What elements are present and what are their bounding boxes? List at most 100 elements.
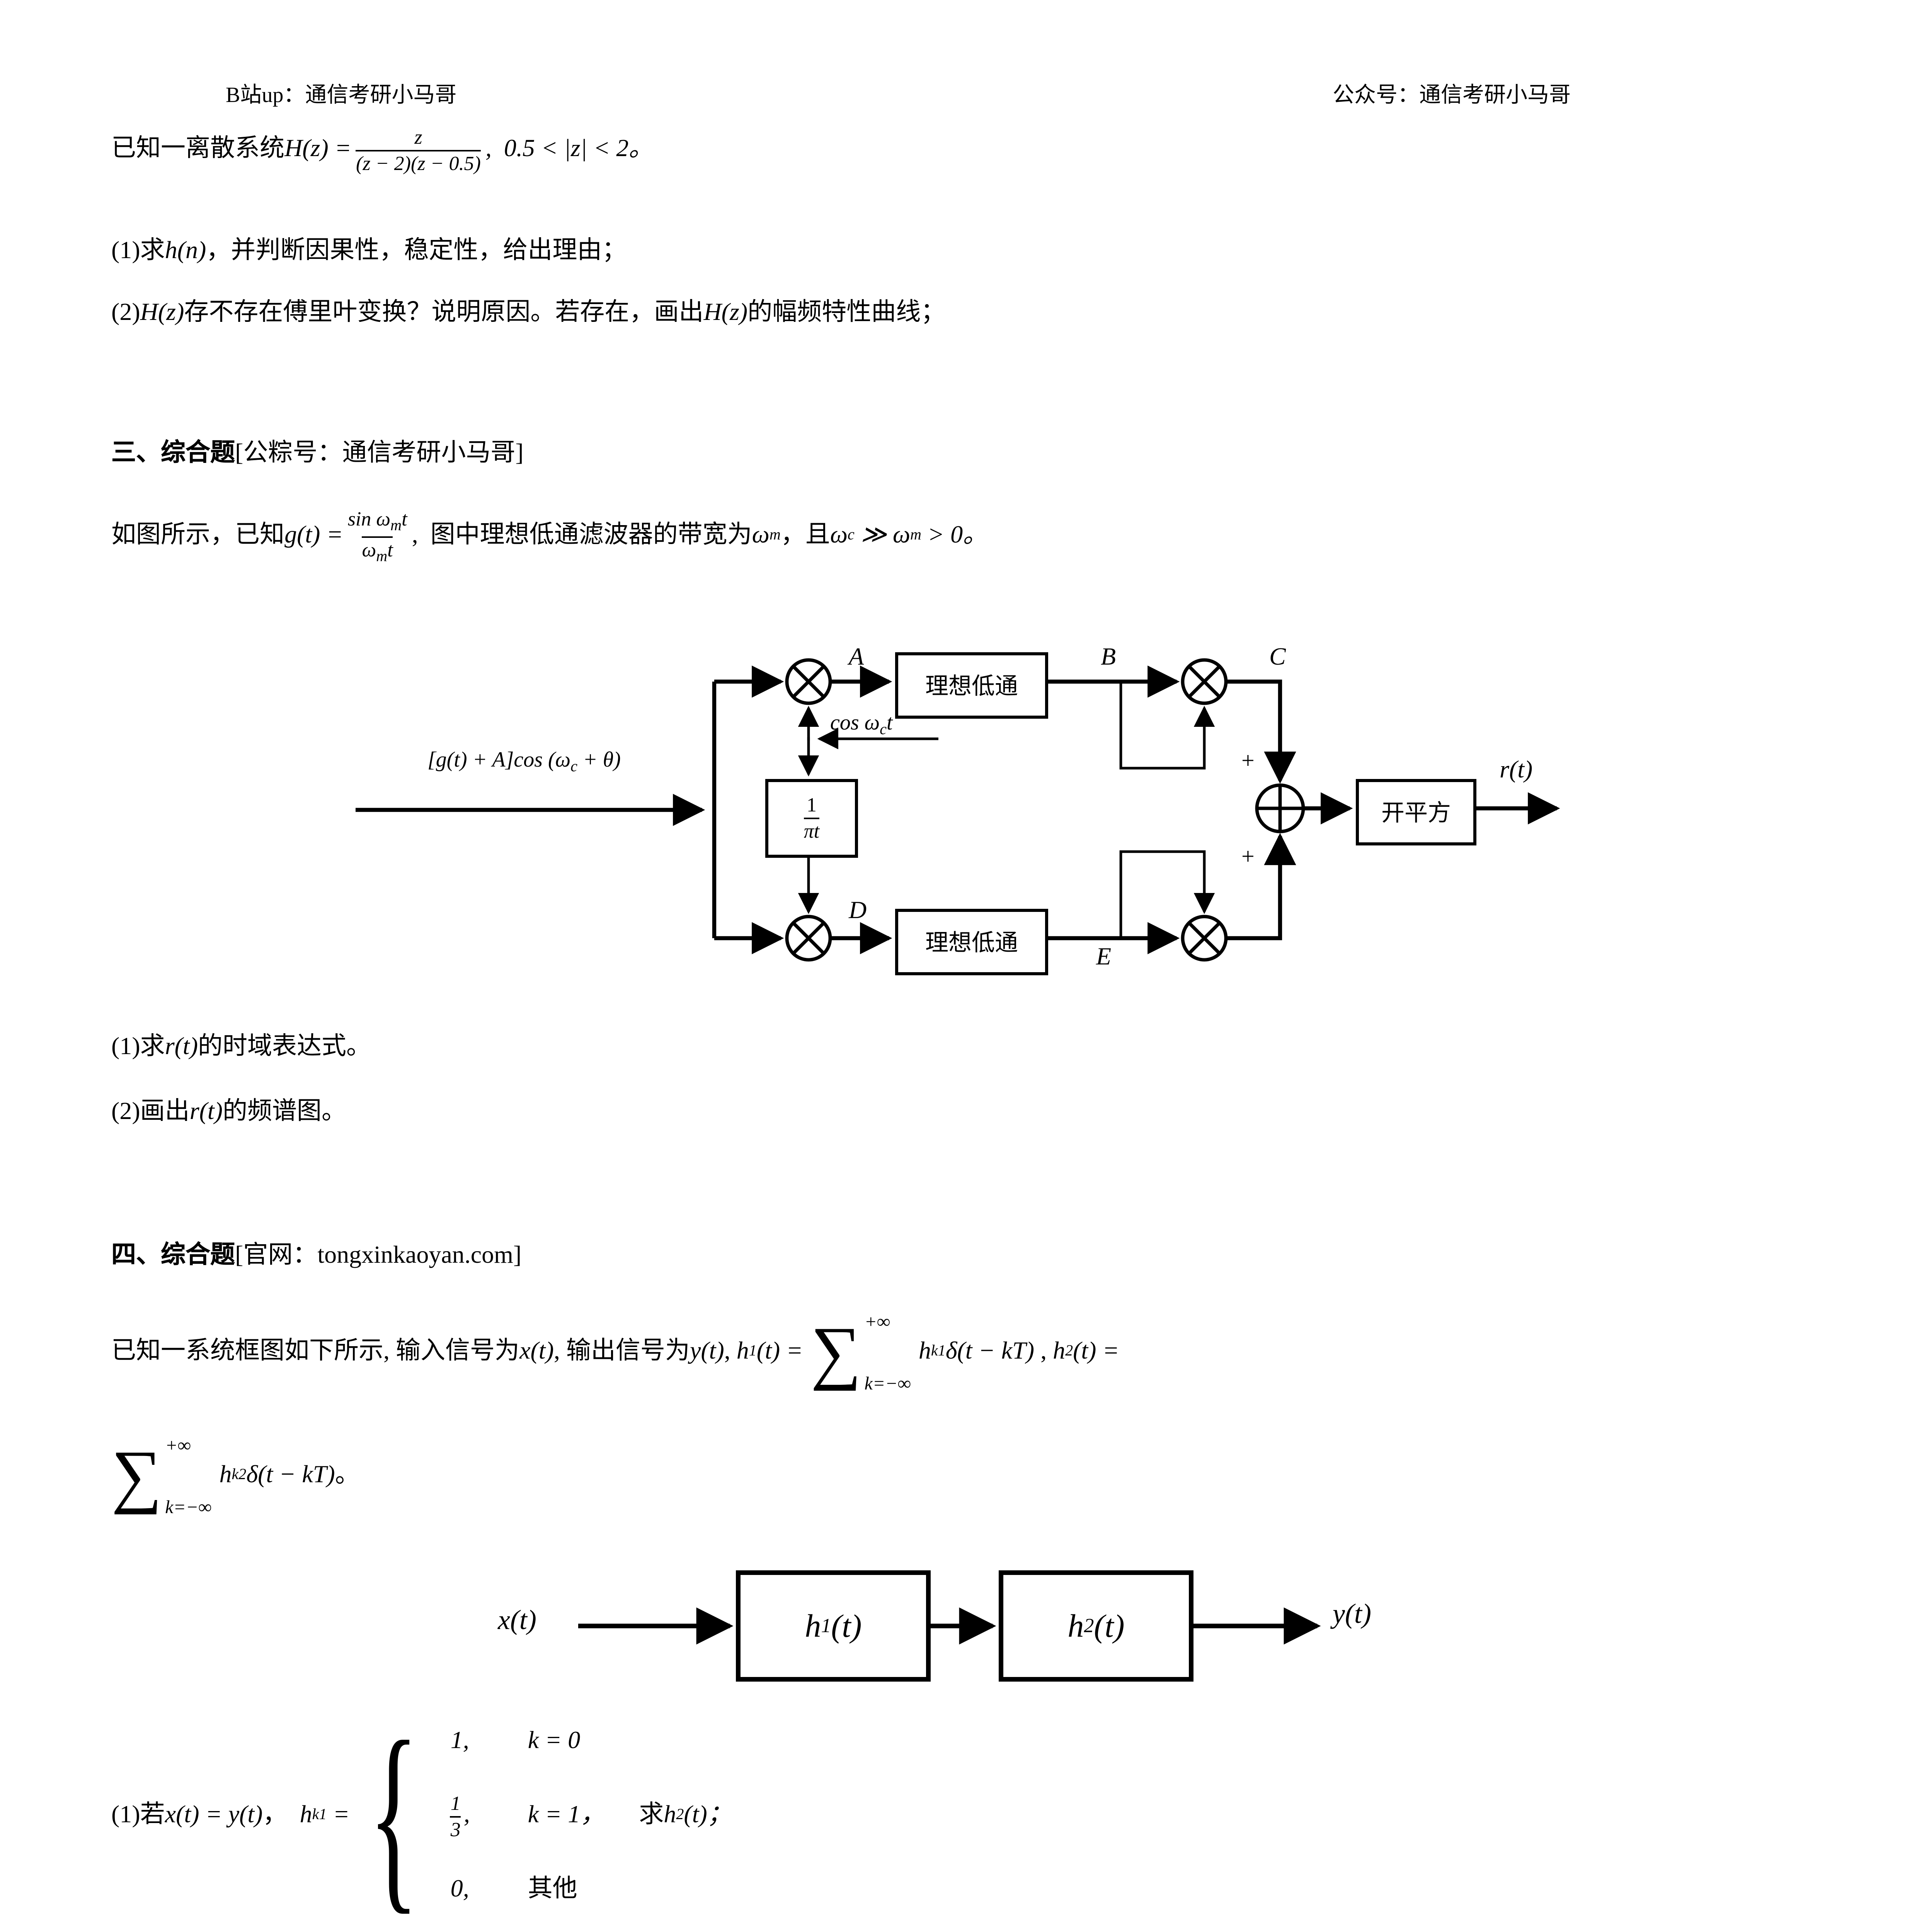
p2-q2-math: H(z) — [140, 300, 184, 326]
case2-tail-sub: 2 — [676, 1807, 684, 1824]
adder-plus-top: + — [1241, 750, 1255, 774]
d1-inv-den: πt — [804, 818, 820, 843]
diagram1-cos-label: cos ωct — [830, 713, 893, 739]
p2-fraction: z (z − 2)(z − 0.5) — [356, 125, 481, 175]
case2-cond: k = 1， — [528, 1802, 605, 1829]
d1-sqrt-label: 开平方 — [1381, 802, 1451, 827]
diagram1-wires — [356, 658, 1560, 962]
s4-q1-pre: (1)若 — [111, 1802, 165, 1829]
s4-h1-post: (t) = — [756, 1338, 803, 1365]
p2-roc: , 0.5 < |z| < 2。 — [485, 136, 654, 163]
ideal-lowpass-box-top: 理想低通 — [895, 652, 1048, 719]
diagram2-wires — [578, 1607, 1321, 1645]
s3-fnum-a: sin ω — [347, 506, 391, 529]
d2-h1: h — [805, 1607, 821, 1644]
s3-q1-pre: (1)求 — [111, 1034, 165, 1060]
node-label-B: B — [1101, 645, 1116, 671]
p2-intro-text: 已知一离散系统 — [111, 136, 285, 163]
problem2-question2: (2)H(z)存不存在傅里叶变换？说明原因。若存在，画出H(z)的幅频特性曲线； — [111, 297, 945, 330]
s3-fden-b: t — [387, 537, 393, 560]
section4-title-bracket: [官网：tongxinkaoyan.com] — [235, 1243, 522, 1269]
p2-frac-num: z — [414, 125, 422, 148]
case2-comma: , — [463, 1801, 470, 1828]
s3-intro-pre: 如图所示，已知 — [111, 522, 285, 549]
s4-yt: y(t) — [690, 1338, 724, 1365]
d1-input-b: + θ) — [577, 750, 621, 773]
diagram1-output-label: r(t) — [1500, 757, 1533, 784]
s3-intro-mid2: ，且 — [780, 522, 830, 549]
d1-cos-sub: c — [880, 722, 887, 739]
header-left: B站up：通信考研小马哥 — [226, 85, 457, 108]
s4-sum1-sup: +∞ — [864, 1311, 890, 1332]
diagram1-branch-lines — [798, 682, 1215, 938]
diagram1-input-label: [g(t) + A]cos (ωc + θ) — [360, 750, 688, 776]
s3-wm-sub: m — [769, 527, 781, 544]
case2-tail-pre: 求 — [639, 1802, 664, 1829]
s4-sum1-sigma: ∑ — [810, 1313, 861, 1392]
node-label-E: E — [1096, 944, 1112, 971]
s3-fden-a: ω — [362, 537, 376, 560]
section4-heading: 四、综合题[官网：tongxinkaoyan.com] — [111, 1240, 521, 1273]
p2-hz: H(z) = — [284, 136, 351, 163]
s3-fnum-sub: m — [390, 517, 402, 534]
s4-hk1: h — [918, 1338, 931, 1365]
d1-inv-num: 1 — [807, 793, 817, 817]
s4-hk2-post: δ(t − kT) — [246, 1462, 335, 1489]
s4-q1-h-sub: k1 — [312, 1807, 327, 1824]
s4-hk1-post: δ(t − kT) — [945, 1338, 1035, 1365]
s4-intro-c: , — [724, 1338, 737, 1365]
s3-gt: g(t) = — [284, 522, 343, 549]
s4-intro-b: , 输出信号为 — [553, 1338, 690, 1365]
diagram2-input-label: x(t) — [498, 1604, 536, 1635]
section3-question1: (1)求r(t)的时域表达式。 — [111, 1031, 371, 1064]
node-label-A: A — [849, 645, 864, 671]
p2-q2-math2: H(z) — [703, 300, 748, 326]
s4-h1: h — [736, 1338, 749, 1365]
d1-lpf-top-label: 理想低通 — [925, 675, 1018, 700]
square-root-box: 开平方 — [1356, 779, 1476, 845]
s3-fraction: sin ωmt ωmt — [348, 506, 407, 566]
d1-lpf-bottom-label: 理想低通 — [925, 932, 1018, 957]
case-row: 1,k = 0 — [451, 1708, 732, 1776]
s4-intro-d: , — [1034, 1338, 1053, 1365]
s3-rel: ≫ — [854, 522, 893, 549]
p2-q2-post: 的幅频特性曲线； — [747, 300, 946, 326]
s4-hk2-sub: k2 — [232, 1467, 247, 1484]
p2-q1-pre: (1)求 — [111, 238, 165, 264]
diagram2-output-label: y(t) — [1333, 1598, 1371, 1629]
case2-tail-h: h — [664, 1802, 676, 1829]
s3-q2-post: 的频谱图。 — [223, 1099, 347, 1125]
s4-line2-end: 。 — [335, 1462, 360, 1489]
s4-q1-mid: ， — [262, 1802, 300, 1829]
d1-cos-a: cos ω — [830, 713, 880, 736]
s4-q1-h-eq: = — [327, 1802, 350, 1829]
s4-sum2-sup: +∞ — [165, 1434, 191, 1456]
s3-fden-sub: m — [376, 548, 388, 565]
case2-num: 1 — [450, 1791, 461, 1815]
section3-title-bracket: [公粽号：通信考研小马哥] — [235, 440, 524, 467]
s3-q1-math: r(t) — [165, 1034, 198, 1060]
section4-title: 四、综合题 — [111, 1243, 235, 1269]
d2-h2: h — [1067, 1607, 1084, 1644]
s3-intro-mid: , 图中理想低通滤波器的带宽为 — [412, 522, 752, 549]
s4-xt: x(t) — [519, 1338, 554, 1365]
s4-h2: h — [1053, 1338, 1066, 1365]
d1-input-sub: c — [570, 759, 578, 776]
s3-fnum-b: t — [402, 506, 407, 529]
d1-input-a: [g(t) + A]cos (ω — [427, 750, 571, 773]
s4-sum1-sub: k=−∞ — [864, 1372, 911, 1394]
s4-h1-sub: 1 — [749, 1344, 757, 1361]
d1-cos-b: t — [887, 713, 893, 736]
adder-icon — [1255, 783, 1305, 833]
